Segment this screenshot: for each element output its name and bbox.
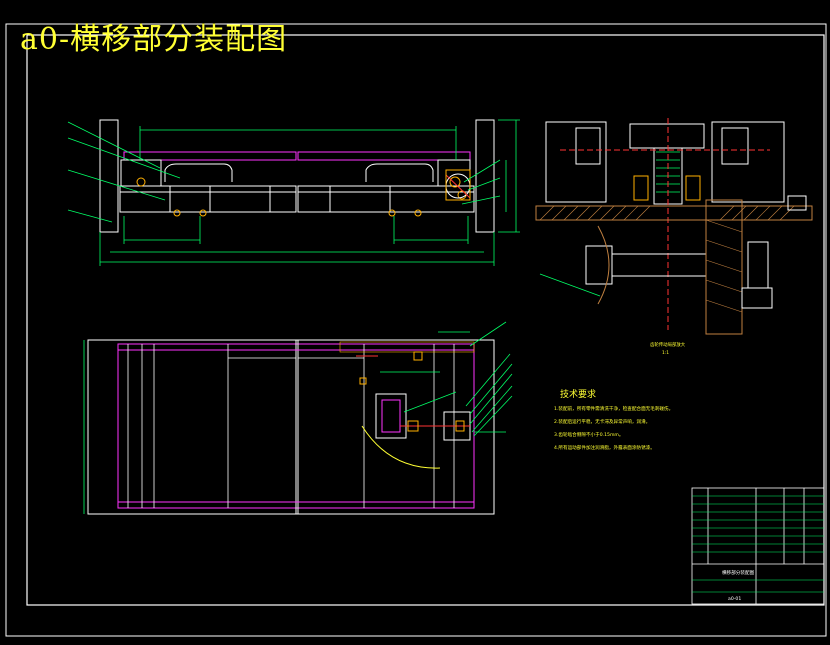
detail-caption: 齿轮传动局部放大 — [650, 341, 686, 348]
title-block-drawing-name: 横移部分装配图 — [722, 569, 755, 576]
title-block[interactable] — [691, 487, 825, 605]
tech-requirement-4: 4.所有运动部件加注润滑脂，外露表面涂防锈漆。 — [554, 444, 655, 451]
tech-requirement-1: 1.装配前，所有零件需清洗干净，检查配合面无毛刺碰伤。 — [554, 405, 673, 412]
inner-border — [26, 34, 825, 606]
section-view[interactable] — [535, 118, 813, 335]
title-block-drawing-no: a0-01 — [728, 596, 741, 602]
outer-border — [5, 23, 827, 637]
tech-requirement-3: 3.齿轮啮合侧隙不小于0.15mm。 — [554, 431, 624, 438]
tech-requirements-heading: 技术要求 — [560, 388, 596, 400]
front-elevation-view[interactable] — [67, 119, 520, 266]
detail-scale: 1:1 — [662, 350, 669, 356]
tech-requirement-2: 2.装配后运行平稳，无卡滞及异常声响，润滑。 — [554, 418, 650, 425]
plan-view[interactable] — [83, 321, 513, 515]
drawing-title: a0-横移部分装配图 — [20, 22, 288, 57]
